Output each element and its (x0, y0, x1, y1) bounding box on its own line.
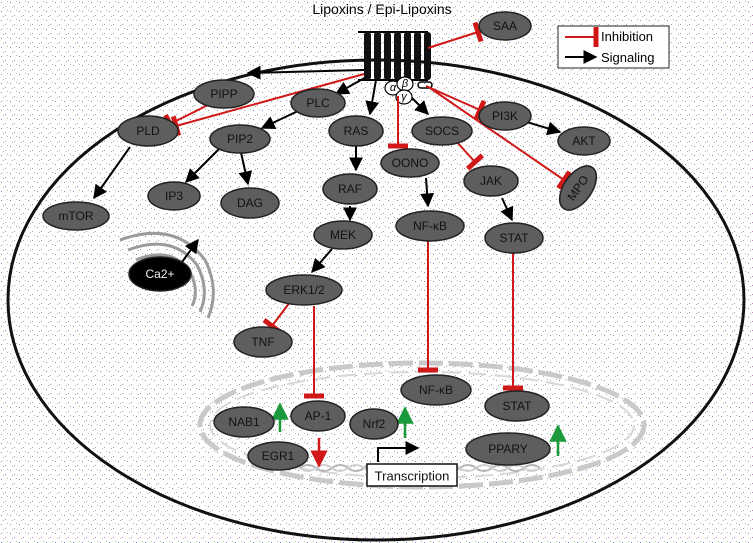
node-oono: OONO (380, 148, 440, 178)
node-ca: Ca2+ (128, 256, 192, 292)
node-oono-label: OONO (392, 156, 429, 170)
node-nfkb-label: NF-κB (413, 219, 447, 233)
edge-pld-mtor (93, 146, 131, 200)
node-erk-label: ERK1/2 (283, 283, 325, 297)
node-stat-nuclear-label: STAT (503, 399, 533, 413)
node-pipp-label: PIPP (210, 87, 237, 101)
g-protein: α β γ (384, 76, 414, 105)
transcription-box: Transcription (366, 463, 458, 487)
node-ca-label: Ca2+ (145, 267, 174, 281)
node-tnf: TNF (233, 326, 293, 358)
edge-erk-tnf (262, 301, 291, 334)
node-raf-label: RAF (338, 182, 362, 196)
node-pld-label: PLD (136, 124, 160, 138)
nucleus-envelope (197, 360, 647, 490)
node-erk: ERK1/2 (265, 274, 343, 306)
edge-ca-er (181, 238, 199, 263)
node-socs-label: SOCS (425, 124, 459, 138)
edge-receptor-plc (334, 75, 369, 95)
edge-pip2-dag (238, 147, 253, 186)
node-pip2-label: PIP2 (227, 132, 253, 146)
node-dag: DAG (220, 187, 280, 219)
edge-plc-pip2 (260, 110, 299, 129)
diagram-title: Lipoxins / Epi-Lipoxins (312, 1, 451, 17)
transcription-arrow (377, 441, 420, 462)
node-plc-label: PLC (306, 96, 330, 110)
node-nrf2: Nrf2 (349, 408, 399, 440)
node-ras-label: RAS (344, 124, 369, 138)
edge-pip2-ip3 (185, 145, 223, 183)
node-egr1: EGR1 (247, 441, 309, 471)
node-ap1: AP-1 (290, 400, 346, 432)
edge-mek-erk (311, 248, 333, 274)
edge-receptor-cellwall (246, 65, 365, 80)
node-nfkb-nuclear: NF-κB (400, 374, 472, 406)
node-ap1-label: AP-1 (305, 409, 332, 423)
edge-receptor-pld (170, 73, 365, 137)
node-jak: JAK (463, 165, 519, 197)
node-egr1-label: EGR1 (262, 449, 295, 463)
receptor (358, 31, 433, 89)
g-beta-label: β (401, 78, 409, 90)
node-pipp: PIPP (193, 79, 255, 109)
g-alpha-label: α (390, 82, 397, 94)
node-pi3k: PI3K (478, 101, 532, 131)
node-socs: SOCS (411, 116, 473, 146)
edge-oono-nfkb (420, 177, 435, 208)
node-mtor: mTOR (42, 201, 110, 231)
node-saa-label: SAA (493, 19, 517, 33)
node-nab1-label: NAB1 (228, 415, 260, 429)
legend-inhibition-label: Inhibition (601, 29, 653, 44)
node-ppary: PPARY (465, 432, 551, 466)
node-dag-label: DAG (237, 196, 263, 210)
g-gamma (395, 89, 413, 105)
g-gamma-label: γ (401, 91, 408, 103)
node-jak-label: JAK (480, 174, 502, 188)
node-nfkb: NF-κB (395, 210, 465, 242)
node-plc: PLC (290, 88, 346, 118)
node-pip2: PIP2 (209, 124, 271, 154)
node-nrf2-label: Nrf2 (363, 417, 386, 431)
edge-socs-jak (455, 140, 485, 171)
edge-receptor-mpo (429, 87, 572, 190)
edge-receptor-ras (365, 79, 380, 116)
node-pld: PLD (117, 115, 179, 147)
node-mpo: MPO (558, 165, 598, 211)
legend: Inhibition Signaling (557, 25, 670, 69)
edge-receptor-pi3k (425, 85, 487, 121)
node-mek: MEK (313, 220, 373, 250)
node-saa: SAA (478, 11, 532, 41)
node-raf: RAF (322, 173, 378, 205)
edge-jak-stat (500, 197, 514, 222)
node-akt-label: AKT (572, 134, 596, 148)
node-pi3k-label: PI3K (492, 109, 518, 123)
node-tnf-label: TNF (251, 335, 274, 349)
node-nab1: NAB1 (213, 406, 275, 438)
node-stat-nuclear: STAT (484, 390, 550, 422)
node-ppary-label: PPARY (488, 442, 528, 456)
node-stat: STAT (484, 222, 544, 254)
node-mtor-label: mTOR (58, 209, 93, 223)
node-ip3: IP3 (147, 181, 201, 211)
node-mek-label: MEK (330, 228, 356, 242)
edge-pipp-pld (163, 103, 211, 135)
transcription-label: Transcription (375, 469, 450, 484)
node-stat-label: STAT (500, 231, 530, 245)
edge-g-socs (411, 97, 429, 115)
node-nfkb-nuclear-label: NF-κB (419, 383, 453, 397)
node-akt: AKT (557, 126, 611, 156)
node-ip3-label: IP3 (165, 189, 183, 203)
node-ras: RAS (328, 115, 384, 147)
edge-receptor-saa (427, 21, 484, 49)
legend-signaling-label: Signaling (601, 50, 655, 65)
